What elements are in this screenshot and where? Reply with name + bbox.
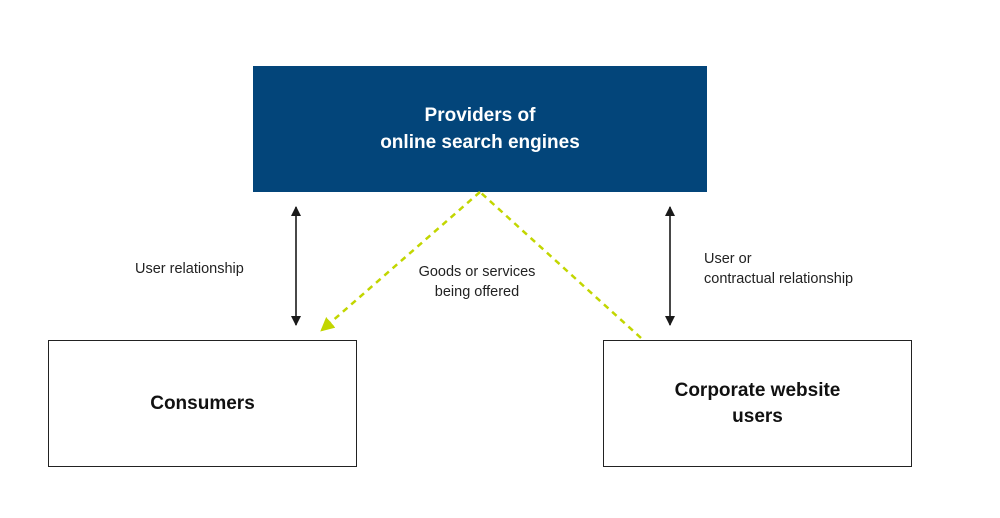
consumers-label: Consumers	[150, 392, 255, 414]
corporate-users-label: Corporate website users	[674, 379, 841, 427]
contractual-relationship-label: User or contractual relationship	[704, 251, 854, 287]
providers-box-fill	[253, 66, 707, 192]
providers-node: Providers of online search engines	[253, 66, 707, 192]
goods-services-dashed-line	[479, 191, 642, 339]
consumers-node: Consumers	[48, 340, 357, 467]
providers-label: Providers of online search engines	[380, 105, 580, 153]
corporate-users-node: Corporate website users	[603, 340, 912, 467]
user-relationship-label: User relationship	[135, 261, 244, 277]
goods-services-label: Goods or services being offered	[418, 264, 536, 300]
goods-services-dashed-arrow	[320, 191, 481, 332]
